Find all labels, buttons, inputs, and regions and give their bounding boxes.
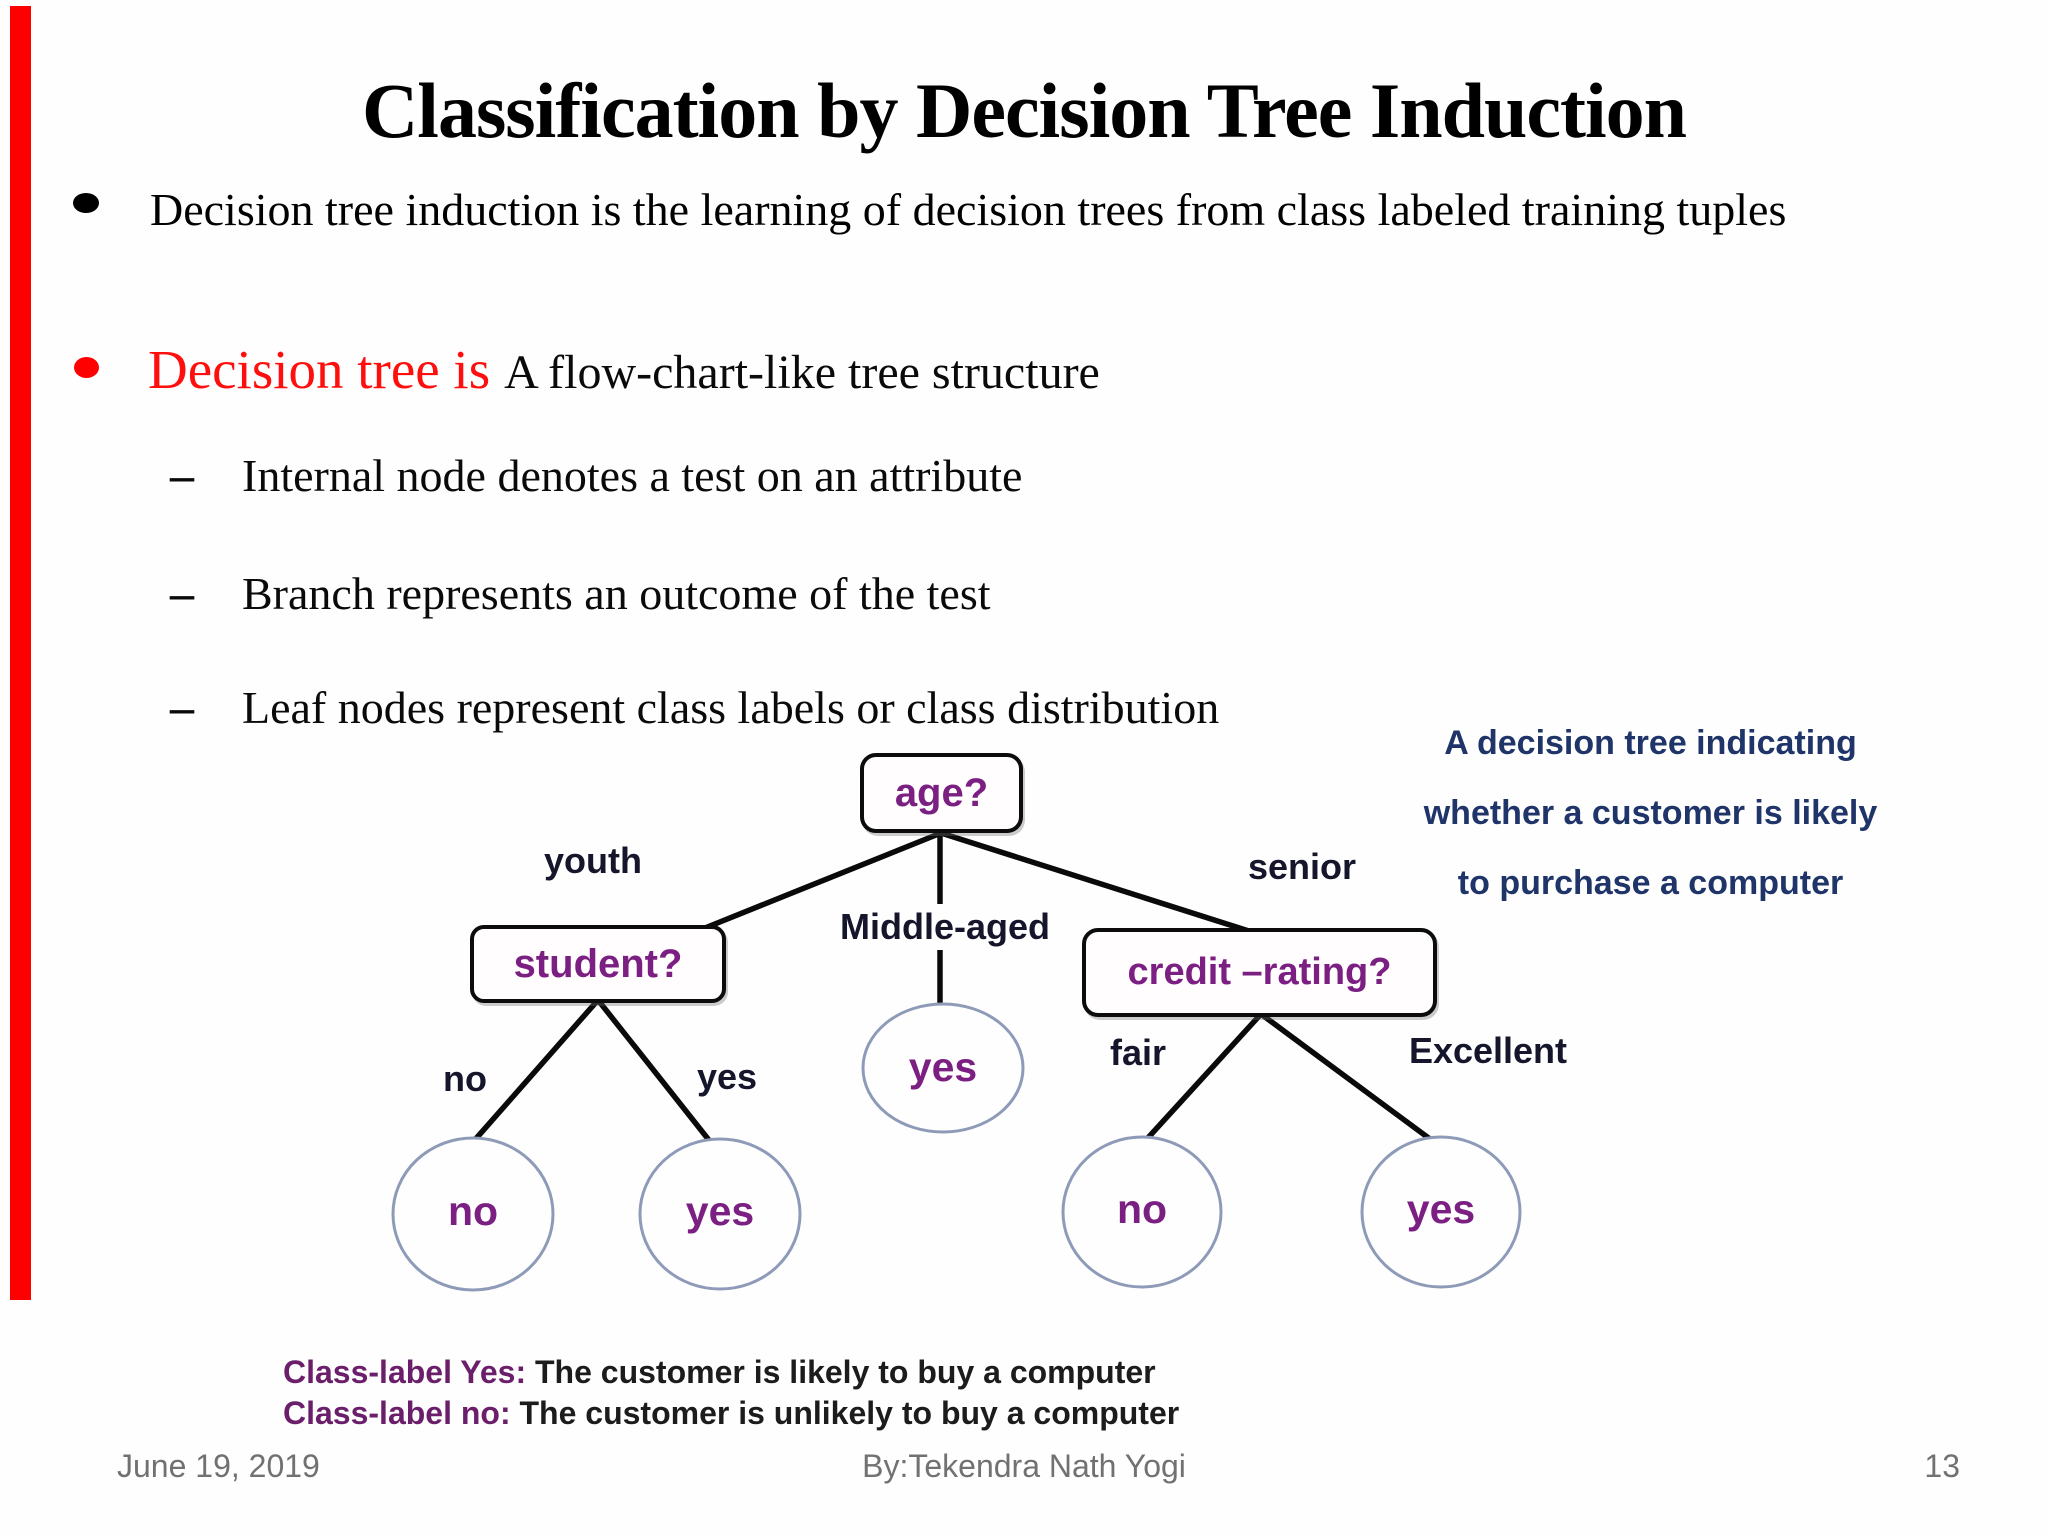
class-label-yes-rest: The customer is likely to buy a computer	[526, 1354, 1156, 1390]
footer-author: By:Tekendra Nath Yogi	[862, 1448, 1186, 1484]
class-label-no-line: Class-label no: The customer is unlikely…	[283, 1393, 1583, 1434]
tree-node-age: age?	[860, 753, 1023, 833]
class-label-no-rest: The customer is unlikely to buy a comput…	[510, 1395, 1180, 1431]
tree-node-credit-rating: credit –rating?	[1082, 928, 1437, 1017]
bullet-continuation-text: A flow-chart-like tree structure	[504, 346, 1100, 399]
dash-icon: –	[170, 449, 194, 502]
sub-bullet-text: Branch represents an outcome of the test	[242, 568, 991, 619]
red-accent-bar	[10, 6, 31, 1300]
bullet-text-induction: Decision tree induction is the learning …	[150, 184, 1787, 235]
class-label-no-head: Class-label no:	[283, 1395, 511, 1431]
dash-icon: –	[170, 681, 194, 734]
sub-bullet-branch: – Branch represents an outcome of the te…	[170, 566, 1670, 621]
bullet-icon	[73, 193, 99, 213]
leaf-node-no-fair: no	[1116, 1186, 1168, 1232]
tree-node-student: student?	[470, 925, 726, 1003]
caption-line: to purchase a computer	[1457, 864, 1844, 902]
branch-label-yes: yes	[696, 1056, 758, 1097]
red-bullet-icon	[74, 357, 99, 378]
sub-bullet-internal-node: – Internal node denotes a test on an att…	[170, 448, 1670, 503]
sub-bullet-text: Leaf nodes represent class labels or cla…	[242, 682, 1220, 733]
leaf-node-yes-excellent: yes	[1406, 1186, 1476, 1232]
dash-icon: –	[170, 567, 194, 620]
branch-label-no: no	[443, 1058, 487, 1099]
class-label-yes-line: Class-label Yes: The customer is likely …	[283, 1352, 1583, 1393]
branch-label-excellent: Excellent	[1408, 1030, 1568, 1071]
caption-line: A decision tree indicating	[1444, 724, 1857, 762]
branch-label-youth: youth	[544, 840, 642, 881]
page-number: 13	[1924, 1448, 1960, 1484]
class-label-yes-head: Class-label Yes:	[283, 1354, 527, 1390]
footer-date: June 19, 2019	[117, 1448, 320, 1484]
leaf-node-yes: yes	[685, 1188, 755, 1234]
page-title: Classification by Decision Tree Inductio…	[361, 67, 1687, 154]
branch-label-senior: senior	[1247, 846, 1357, 887]
branch-label-fair: fair	[1109, 1032, 1167, 1073]
sub-bullet-leaf-nodes: – Leaf nodes represent class labels or c…	[170, 680, 1670, 735]
leaf-node-yes-middle: yes	[908, 1044, 978, 1090]
sub-bullet-text: Internal node denotes a test on an attri…	[242, 450, 1023, 501]
leaf-node-no: no	[447, 1188, 499, 1234]
diagram-caption: A decision tree indicating whether a cus…	[1363, 708, 1938, 918]
branch-label-middle-aged: Middle-aged	[820, 904, 1070, 950]
emphasis-red-text: Decision tree is	[148, 339, 491, 400]
caption-line: whether a customer is likely	[1423, 794, 1878, 832]
class-label-legend: Class-label Yes: The customer is likely …	[283, 1352, 1583, 1434]
